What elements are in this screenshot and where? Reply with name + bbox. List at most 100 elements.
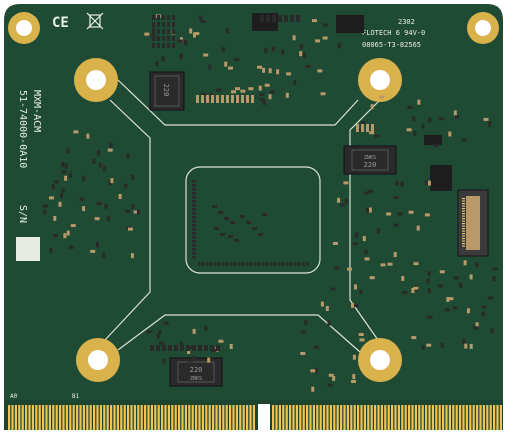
edge-contact <box>411 405 414 430</box>
mounting-hole-top-right <box>467 12 499 44</box>
capacitor-grid <box>172 36 175 41</box>
smd-passive <box>462 338 466 344</box>
edge-contact <box>374 405 377 430</box>
smd-passive <box>463 260 467 266</box>
smd-passive <box>343 181 349 185</box>
fpc-pin <box>462 210 465 212</box>
smd-passive <box>312 19 317 23</box>
smd-passive <box>352 354 356 360</box>
edge-contact <box>201 405 204 430</box>
edge-contact <box>285 405 288 430</box>
soc-pad <box>202 262 205 266</box>
edge-contact <box>408 405 411 430</box>
soc-pad <box>192 256 196 259</box>
edge-contact <box>302 405 305 430</box>
smd-passive <box>300 352 306 355</box>
capacitor-grid <box>167 15 170 20</box>
edge-contact <box>472 405 475 430</box>
smd-passive <box>338 43 341 49</box>
capacitor-row <box>290 15 294 22</box>
capacitor-row <box>361 124 364 132</box>
capacitor-row <box>216 95 219 103</box>
capacitor-row <box>260 15 264 22</box>
soc-pad <box>192 252 196 255</box>
smd-passive <box>448 131 452 137</box>
smd-passive <box>362 236 366 242</box>
soc-pad <box>192 212 196 215</box>
smd-passive <box>200 19 206 23</box>
smd-passive <box>368 189 373 193</box>
smd-passive <box>337 197 341 203</box>
smd-passive <box>413 262 419 266</box>
smd-passive <box>440 342 444 348</box>
edge-contact <box>459 405 462 430</box>
edge-connector-left <box>8 405 255 430</box>
smd-passive <box>158 341 164 345</box>
smd-passive <box>351 380 356 383</box>
edge-contact <box>93 405 96 430</box>
soc-pad <box>266 262 269 266</box>
smd-passive <box>53 215 57 221</box>
ic-top-right <box>336 15 364 33</box>
smd-passive <box>259 93 265 96</box>
smd-passive <box>387 262 393 266</box>
smd-passive <box>475 262 479 268</box>
edge-contact <box>110 405 113 430</box>
smd-passive <box>281 49 285 55</box>
edge-contact <box>120 405 123 430</box>
smd-passive <box>466 308 470 314</box>
smd-passive <box>426 343 432 347</box>
edge-contact <box>299 405 302 430</box>
edge-contact <box>48 405 51 430</box>
soc-pad <box>234 239 239 242</box>
smd-passive <box>448 297 454 301</box>
soc-pad <box>212 205 217 208</box>
capacitor-row <box>246 95 249 103</box>
smd-passive <box>332 242 338 245</box>
edge-contact <box>99 405 102 430</box>
edge-contact <box>326 405 329 430</box>
edge-contact <box>418 405 421 430</box>
soc-pad <box>192 220 196 223</box>
soc-pad <box>298 262 301 266</box>
smd-passive <box>94 217 100 221</box>
edge-contact <box>31 405 34 430</box>
edge-contact <box>346 405 349 430</box>
smd-passive <box>90 249 96 253</box>
smd-passive <box>211 348 217 352</box>
smd-passive <box>408 210 414 214</box>
smd-passive <box>61 161 65 167</box>
smd-passive <box>180 341 183 347</box>
edge-contact <box>174 405 177 430</box>
smd-passive <box>58 201 62 207</box>
soc-pad <box>192 184 196 187</box>
edge-contact <box>242 405 245 430</box>
smd-passive <box>492 276 496 281</box>
soc-pad <box>214 227 219 230</box>
smd-passive <box>64 175 68 181</box>
smd-passive <box>156 334 160 339</box>
capacitor-row <box>162 345 166 351</box>
soc-pad <box>246 221 251 224</box>
smd-passive <box>70 224 76 228</box>
edge-contact <box>246 405 249 430</box>
pin-label-a0: A0 <box>10 393 18 400</box>
smd-passive <box>102 252 106 258</box>
edge-contact <box>336 405 339 430</box>
smd-passive <box>302 52 306 58</box>
pin-label-b1: B1 <box>72 393 80 400</box>
smd-passive <box>315 39 321 43</box>
edge-contact <box>414 405 417 430</box>
edge-contact <box>499 405 502 430</box>
soc-pad <box>222 262 225 266</box>
capacitor-grid <box>172 15 175 20</box>
smd-passive <box>102 166 106 172</box>
edge-contact <box>435 405 438 430</box>
edge-contact <box>462 405 465 430</box>
edge-contact <box>157 405 160 430</box>
soc-pad <box>192 216 196 219</box>
soc-pad <box>290 262 293 266</box>
smd-passive <box>322 36 328 40</box>
smd-passive <box>322 23 328 27</box>
